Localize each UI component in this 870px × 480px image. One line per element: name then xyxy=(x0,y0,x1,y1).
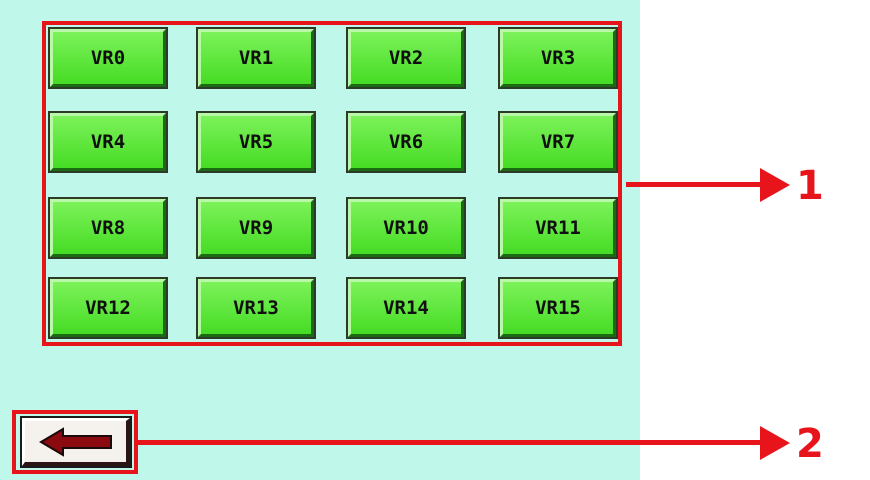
callout-arrowhead-1 xyxy=(760,168,790,202)
vr-button-vr0[interactable]: VR0 xyxy=(48,27,168,89)
vr-button-grid-highlight xyxy=(42,21,622,346)
vr-button-vr13[interactable]: VR13 xyxy=(196,277,316,339)
callout-label-1: 1 xyxy=(796,163,824,209)
vr-button-vr8[interactable]: VR8 xyxy=(48,197,168,259)
vr-button-vr15[interactable]: VR15 xyxy=(498,277,618,339)
vr-button-vr7[interactable]: VR7 xyxy=(498,111,618,173)
callout-arrowhead-2 xyxy=(760,426,790,460)
vr-button-vr9[interactable]: VR9 xyxy=(196,197,316,259)
back-button[interactable] xyxy=(20,416,132,468)
vr-button-vr6[interactable]: VR6 xyxy=(346,111,466,173)
vr-button-vr2[interactable]: VR2 xyxy=(346,27,466,89)
callout-line-2 xyxy=(138,440,766,445)
vr-button-vr4[interactable]: VR4 xyxy=(48,111,168,173)
left-arrow-icon xyxy=(38,426,112,457)
vr-button-vr1[interactable]: VR1 xyxy=(196,27,316,89)
vr-button-vr12[interactable]: VR12 xyxy=(48,277,168,339)
back-button-highlight xyxy=(12,410,138,474)
vr-button-vr10[interactable]: VR10 xyxy=(346,197,466,259)
vr-button-vr5[interactable]: VR5 xyxy=(196,111,316,173)
callout-line-1 xyxy=(626,182,766,187)
callout-label-2: 2 xyxy=(796,421,824,467)
vr-button-vr3[interactable]: VR3 xyxy=(498,27,618,89)
vr-button-vr14[interactable]: VR14 xyxy=(346,277,466,339)
vr-button-vr11[interactable]: VR11 xyxy=(498,197,618,259)
